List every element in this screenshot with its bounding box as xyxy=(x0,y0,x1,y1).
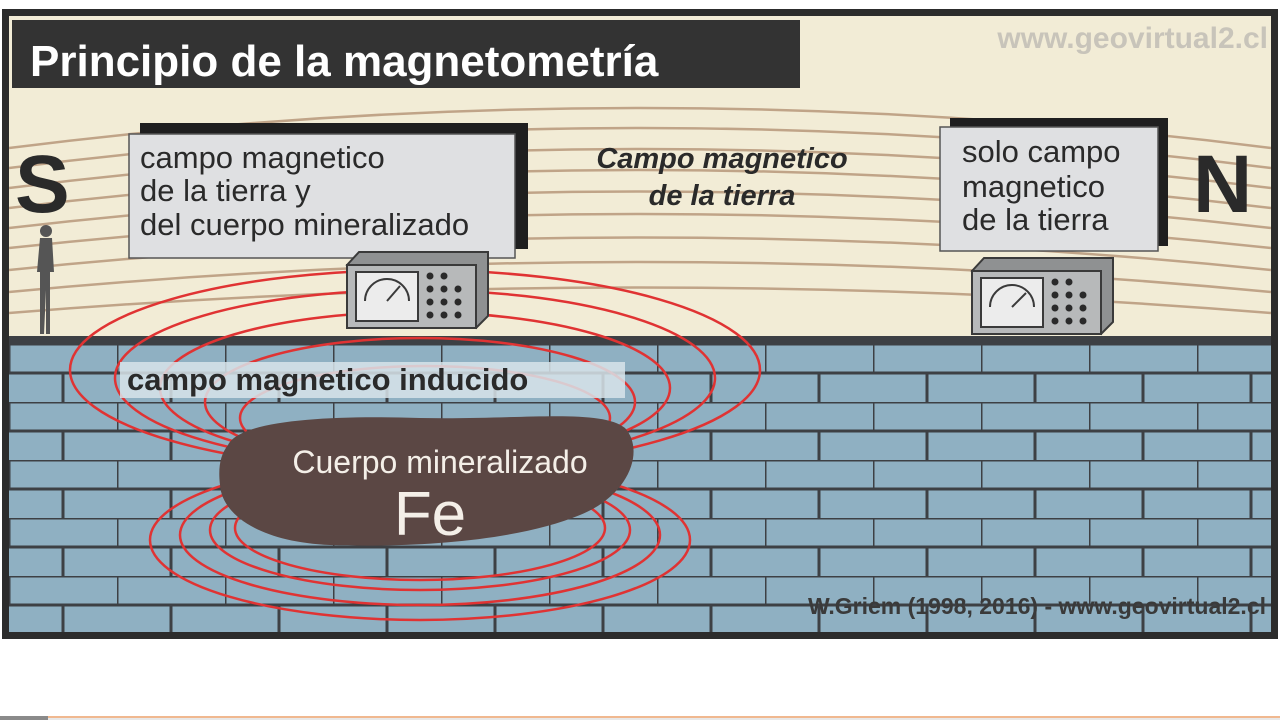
ore-body-label: Cuerpo mineralizado xyxy=(292,444,587,480)
title-bar xyxy=(12,20,800,88)
person-silhouette-icon xyxy=(37,225,54,334)
box-left-line-3: del cuerpo mineralizado xyxy=(140,207,469,242)
pole-south: S xyxy=(15,139,70,230)
label-box-left: campo magnetico de la tierra y del cuerp… xyxy=(128,123,528,259)
induced-label-bg xyxy=(120,362,625,398)
magnetometer-right-icon xyxy=(970,257,1114,336)
pole-north: N xyxy=(1193,139,1252,230)
label-box-right: solo campo magnetico de la tierra xyxy=(939,118,1168,252)
bottom-strip-accent xyxy=(48,716,1280,718)
bottom-strip xyxy=(0,716,1280,720)
watermark-url: www.geovirtual2.cl xyxy=(996,22,1268,55)
earth-field-label-line-1: Campo magnetico xyxy=(596,143,847,175)
magnetometer-left-icon xyxy=(345,251,489,330)
box-left-line-1: campo magnetico xyxy=(140,140,385,175)
ore-body-symbol: Fe xyxy=(394,480,466,549)
box-right-line-1: solo campo xyxy=(962,134,1121,169)
earth-field-label-line-2: de la tierra xyxy=(649,180,796,212)
bottom-strip-segment xyxy=(0,716,48,720)
box-left-line-2: de la tierra y xyxy=(140,173,311,208)
box-right-line-2: magnetico xyxy=(962,169,1105,204)
ore-body xyxy=(219,416,634,546)
box-right-line-3: de la tierra xyxy=(962,202,1109,237)
diagram-title: Principio de la magnetometría xyxy=(30,37,659,86)
ground-surface-line xyxy=(9,336,1271,344)
induced-field-label: campo magnetico inducido xyxy=(127,362,528,397)
credit-text: W.Griem (1998, 2016) - www.geovirtual2.c… xyxy=(808,593,1266,619)
